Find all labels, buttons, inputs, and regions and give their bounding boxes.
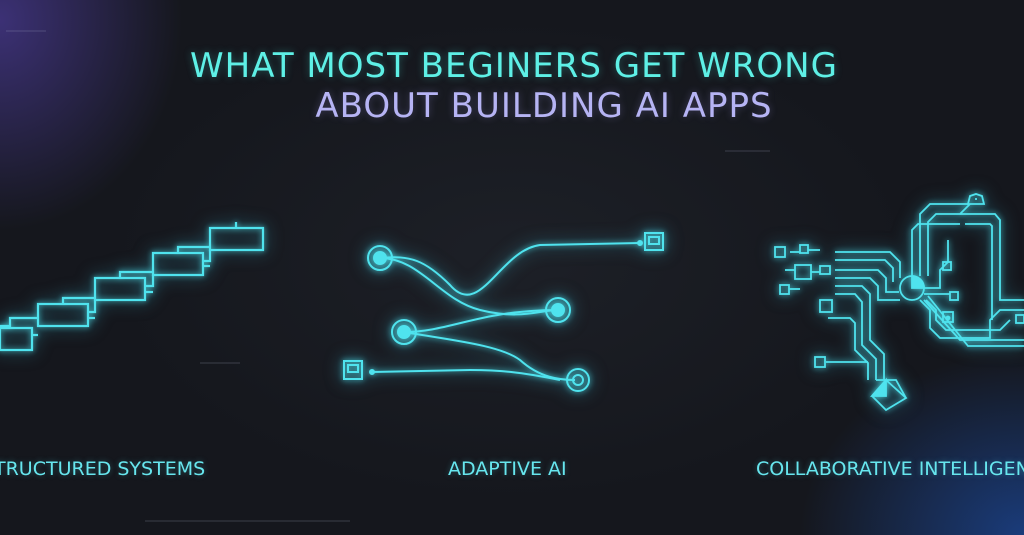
panel-label-collaborative-intelligence: COLLABORATIVE INTELLIGEN [756, 458, 1024, 480]
faint-text-mark [6, 30, 46, 32]
headline-line-2: ABOUT BUILDING AI APPS [315, 86, 773, 126]
faint-text-mark [725, 150, 770, 152]
headline-line-1: WHAT MOST BEGINERS GET WRONG [190, 46, 838, 86]
faint-text-mark [145, 520, 350, 522]
panel-label-adaptive-ai: ADAPTIVE AI [448, 458, 567, 480]
panel-label-structured-systems: TRUCTURED SYSTEMS [0, 458, 206, 480]
staircase-blocks-icon [0, 222, 265, 352]
circuit-board-icon [774, 193, 1024, 412]
faint-text-mark [200, 362, 240, 364]
branching-nodes-icon [343, 232, 664, 392]
